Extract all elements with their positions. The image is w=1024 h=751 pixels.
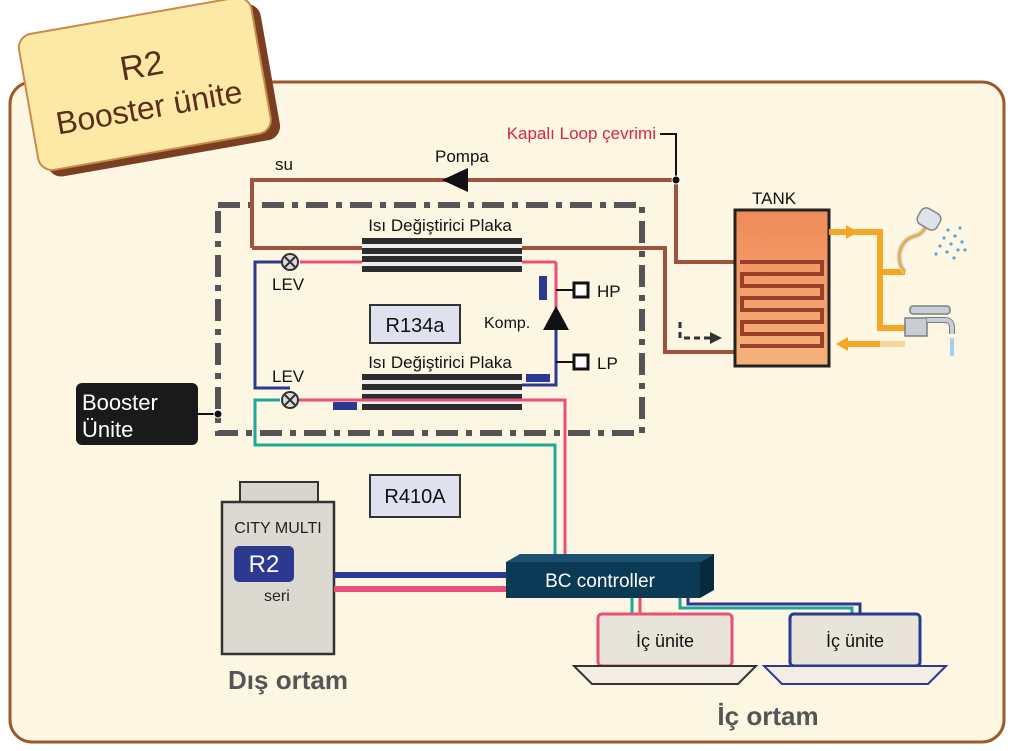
outdoor-unit [220, 481, 336, 656]
faucet-icon [904, 305, 955, 356]
outdoor-unit-name: CITY MULTI [234, 520, 321, 537]
closed-loop-leader [660, 133, 677, 180]
pump-icon [442, 168, 468, 192]
booster-unit-enclosure [215, 202, 645, 436]
booster-unit-tag [76, 383, 198, 445]
pump-label: Pompa [435, 147, 489, 166]
lev-valve-bottom-icon [281, 391, 299, 409]
booster-unit-label-line1: Booster [82, 390, 158, 415]
hp-label: HP [597, 282, 621, 301]
outdoor-env-label: Dış ortam [228, 665, 348, 695]
compressor-icon [543, 306, 569, 330]
heat-exchanger-bottom-label: Isı Değiştirici Plaka [368, 353, 512, 372]
lp-label: LP [597, 354, 618, 373]
bc-controller-label: BC controller [545, 571, 655, 592]
heat-exchanger-top-label: Isı Değiştirici Plaka [368, 216, 512, 235]
hot-water-line-2 [877, 272, 905, 331]
r410a-label: R410A [384, 486, 446, 508]
lev-top-label: LEV [272, 275, 305, 294]
water-label: su [275, 155, 293, 174]
booster-unit-label-line2: Ünite [82, 417, 133, 442]
outdoor-unit-series: seri [264, 588, 290, 605]
r134a-circuit-right [522, 330, 558, 387]
compressor-label: Komp. [484, 315, 530, 332]
lev-bottom-label: LEV [272, 367, 305, 386]
heat-exchanger-top [362, 238, 522, 272]
indoor-env-label: İç ortam [717, 701, 818, 731]
tank-label: TANK [752, 189, 797, 208]
hp-sensor-icon [572, 281, 590, 299]
tank-coil [740, 260, 824, 348]
flow-arrow [678, 322, 712, 340]
heat-exchanger-bottom [362, 374, 522, 410]
r134a-box [369, 304, 461, 344]
shower-head-icon [896, 207, 967, 274]
r134a-label: R134a [386, 315, 446, 337]
indoor-unit-2 [761, 612, 949, 685]
lev-valve-top-icon [281, 253, 299, 271]
title-card: R2 Booster ünite [17, 0, 281, 177]
indoor-unit-1 [571, 612, 759, 685]
lp-sensor-icon [572, 353, 590, 371]
r134a-circuit [253, 260, 290, 390]
outdoor-unit-badge: R2 [249, 551, 280, 578]
r410a-hot-line [290, 398, 567, 560]
r410a-box [369, 474, 461, 518]
indoor-unit-1-label: İç ünite [636, 631, 694, 651]
indoor-unit-2-label: İç ünite [826, 631, 884, 651]
bc-controller [506, 554, 714, 598]
title-line1: R2 [117, 44, 166, 89]
r410a-cool-line [253, 398, 557, 560]
closed-loop-label: Kapalı Loop çevrimi [507, 124, 656, 143]
